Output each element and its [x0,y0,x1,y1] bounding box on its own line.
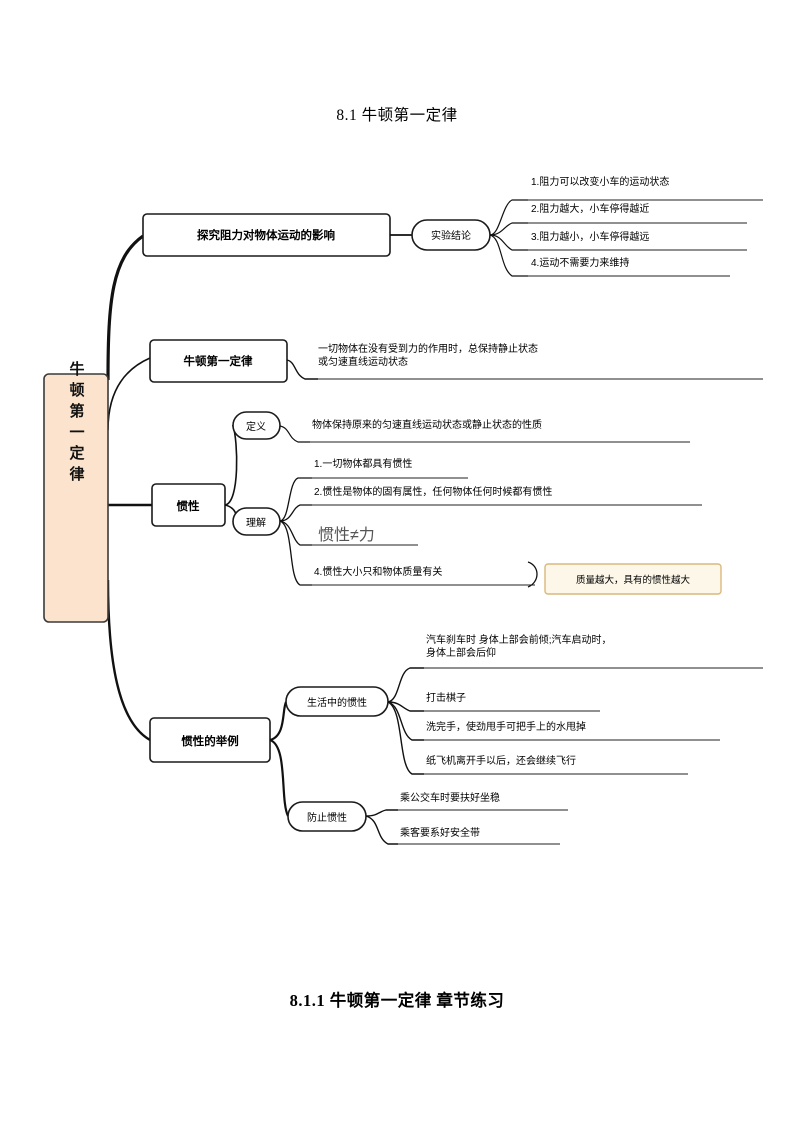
edge-conclusion-leaf-1 [489,199,528,236]
edge-understanding-leaf-3 [279,520,312,546]
branch-inertia-label: 惯性 [177,499,200,513]
edge-daily-leaf-2 [387,701,424,712]
node-definition-label: 定义 [246,420,266,433]
root-node-box[interactable] [43,373,109,623]
node-experiment-conclusion-label: 实验结论 [431,229,471,242]
branch-examples-label: 惯性的举例 [181,734,239,748]
leaf-text: 4.运动不需要力来维持 [531,256,629,269]
leaf-text: 1.一切物体都具有惯性 [314,457,412,470]
edge-conclusion-leaf-3 [489,234,528,251]
edge-conclusion-leaf-2 [489,222,528,236]
leaf-text: 物体保持原来的匀速直线运动状态或静止状态的性质 [312,418,542,431]
leaf-text: 2.阻力越大，小车停得越近 [531,202,649,215]
leaf-text: 乘客要系好安全带 [400,826,480,839]
node-prevent-inertia-label: 防止惯性 [307,811,347,824]
edge-firstlaw-to-leaf [286,359,318,380]
leaf-text: 洗完手，使劲甩手可把手上的水甩掉 [426,720,586,733]
branch-experiment-label: 探究阻力对物体运动的影响 [197,228,335,242]
leaf-text: 2.惯性是物体的固有属性，任何物体任何时候都有惯性 [314,485,552,498]
leaf-text: 4.惯性大小只和物体质量有关 [314,565,442,578]
leaf-text-line1: 一切物体在没有受到力的作用时，总保持静止状态 [318,342,538,355]
leaf-text: 乘公交车时要扶好坐稳 [400,791,500,804]
leaf-text: 纸飞机离开手以后，还会继续飞行 [426,754,576,767]
edge-leaf-to-callout [527,561,538,588]
edge-daily-leaf-1 [387,667,424,703]
node-understanding-label: 理解 [246,516,266,529]
edge-examples-to-prevent [269,738,290,817]
edge-inertia-to-definition [224,425,238,506]
page-footer: 8.1.1 牛顿第一定律 章节练习 [289,991,505,1010]
edge-examples-to-daily [269,701,288,742]
branch-first-law-label: 牛顿第一定律 [184,354,253,368]
leaf-text: 3.阻力越小，小车停得越远 [531,230,649,243]
leaf-text-emphasis: 惯性≠力 [318,526,375,544]
edge-root-to-experiment [106,234,144,381]
edge-root-to-firstlaw [107,357,151,431]
edge-daily-leaf-4 [387,701,424,775]
leaf-text-line2: 或匀速直线运动状态 [318,355,408,368]
callout-label: 质量越大，具有的惯性越大 [576,574,691,586]
edge-definition-to-leaf [279,425,310,443]
leaf-text-line1: 汽车刹车时 身体上部会前倾;汽车启动时， [426,633,612,646]
branch-first-law-box[interactable] [149,339,288,383]
edge-conclusion-leaf-4 [489,234,528,277]
callout-box [544,563,722,595]
node-definition-box[interactable] [232,411,281,440]
edge-daily-leaf-3 [387,701,424,741]
edge-understanding-leaf-2 [279,504,312,522]
page-title: 8.1 牛顿第一定律 [336,107,458,124]
edge-prevent-leaf-1 [365,809,398,817]
edge-prevent-leaf-2 [365,815,398,845]
leaf-text: 打击棋子 [426,691,466,704]
edge-understanding-leaf-4 [279,520,312,586]
leaf-text: 1.阻力可以改变小车的运动状态 [531,175,669,188]
edge-understanding-leaf-1 [279,477,312,522]
root-node-label: 牛顿第一定律 [68,360,86,487]
node-daily-inertia-label: 生活中的惯性 [307,696,367,709]
leaf-text-line2: 身体上部会后仰 [426,646,496,659]
edge-root-to-examples [106,579,151,742]
